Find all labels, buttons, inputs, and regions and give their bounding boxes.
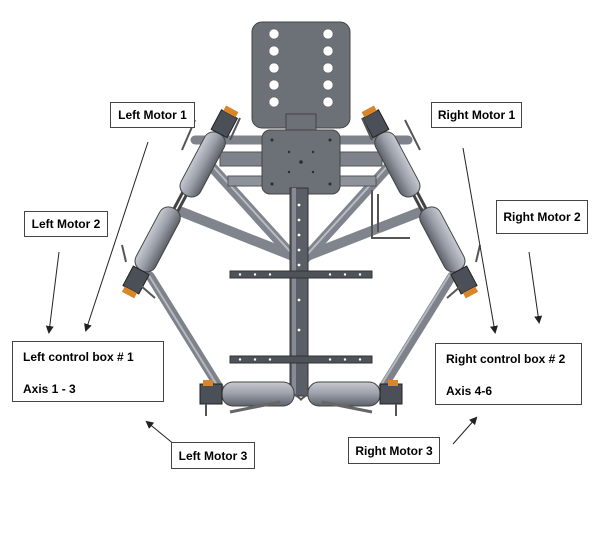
right-control-box-axes: Axis 4-6: [446, 384, 493, 398]
arrow-left-motor-1: [84, 141, 149, 332]
left-motor-3-actuator: [199, 380, 303, 416]
left-motor-2-actuator: [121, 191, 184, 299]
label-left-motor-3: Left Motor 3: [171, 442, 255, 469]
left-motor-1-actuator: [175, 105, 239, 214]
arrow-left-motor-3: [145, 420, 176, 446]
arrow-right-motor-3: [452, 416, 478, 445]
label-right-motor-2: Right Motor 2: [496, 200, 588, 234]
seat-back-plate: [251, 21, 351, 131]
left-control-box-axes: Axis 1 - 3: [23, 382, 76, 396]
label-left-motor-2: Left Motor 2: [24, 211, 108, 237]
arrow-right-motor-2: [528, 251, 543, 324]
right-motor-1-actuator: [361, 105, 425, 214]
arrow-right-motor-1: [462, 147, 498, 334]
cross-rails: [229, 270, 373, 364]
seat-pan: [219, 129, 383, 195]
callout-arrows: [45, 141, 543, 446]
central-spine: [289, 187, 309, 397]
right-motor-3-actuator: [299, 380, 403, 416]
right-control-box: Right control box # 2 Axis 4-6: [435, 343, 582, 405]
arrow-left-motor-2: [45, 251, 60, 334]
right-side-bracket: [371, 190, 410, 239]
left-control-box-title: Left control box # 1: [23, 350, 134, 364]
label-right-motor-3: Right Motor 3: [348, 437, 440, 464]
left-control-box: Left control box # 1 Axis 1 - 3: [12, 341, 164, 402]
right-control-box-title: Right control box # 2: [446, 352, 566, 366]
label-right-motor-1: Right Motor 1: [431, 102, 522, 128]
label-left-motor-1: Left Motor 1: [110, 102, 195, 128]
right-motor-2-actuator: [416, 191, 479, 299]
